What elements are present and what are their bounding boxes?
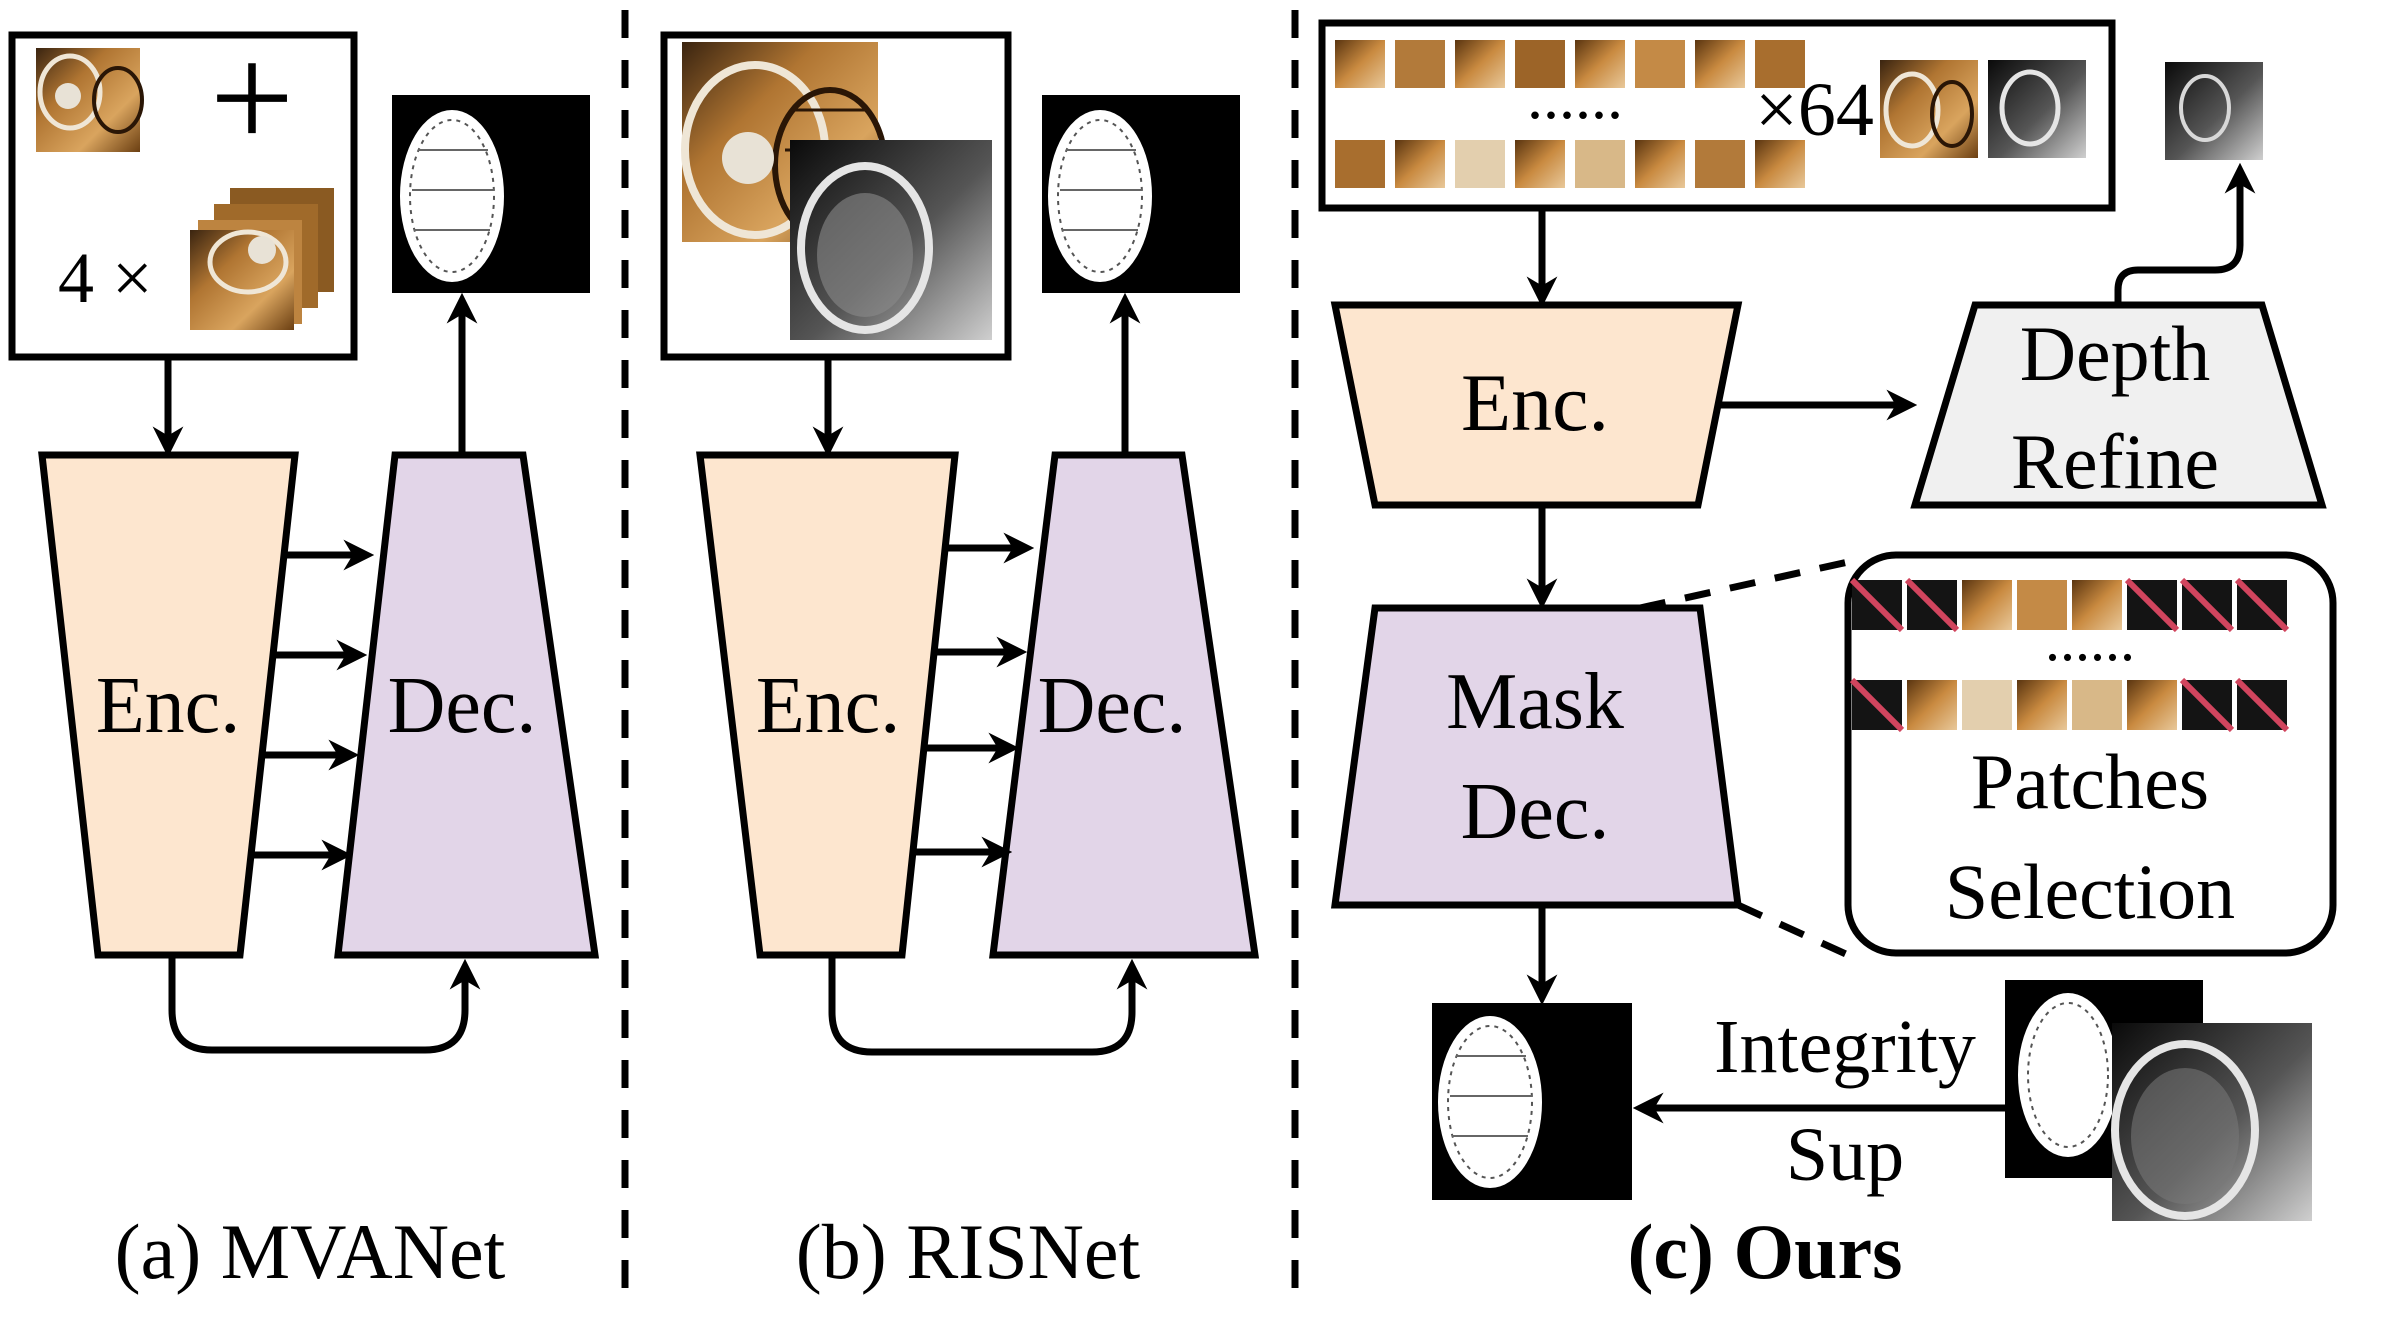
ours-integrity-line1: Integrity [1714, 1005, 1976, 1089]
mvanet-global-image [36, 48, 144, 152]
ours-output-mask [1432, 1003, 1632, 1200]
panel-risnet: Enc. Dec. (b) RISNet [660, 31, 1260, 1295]
ours-zoom-line-bottom [1736, 901, 1850, 959]
mvanet-encoder-block [38, 451, 299, 959]
ours-encoder-block [1330, 301, 1743, 509]
risnet-output-mask [1042, 95, 1240, 293]
mvanet-plus-sign: + [210, 15, 295, 181]
risnet-decoder-block [989, 451, 1260, 959]
ours-mask-decoder-line2: Dec. [1461, 768, 1610, 856]
mvanet-encoder-label: Enc. [96, 662, 240, 750]
ours-supervision-depth [2111, 1023, 2312, 1221]
ours-depth-refine-line2: Refine [2011, 418, 2219, 505]
ours-zoom-line-top [1639, 558, 1849, 612]
ours-depth-refine-block [1910, 301, 2327, 509]
mvanet-local-patches [190, 188, 334, 330]
mvanet-output-mask [392, 95, 590, 293]
mvanet-caption: (a) MVANet [115, 1208, 506, 1295]
ours-selection-dots: ...... [2045, 607, 2135, 673]
ours-supervision-mask [2005, 980, 2203, 1178]
risnet-decoder-label: Dec. [1038, 662, 1187, 750]
ours-mask-decoder-block [1330, 604, 1742, 909]
ours-patch-row-top [1335, 40, 1805, 88]
mvanet-decoder-block [334, 451, 600, 959]
ours-patch-count: ×64 [1755, 68, 1874, 152]
ours-selection-line2: Selection [1945, 848, 2235, 935]
ours-selection-line1: Patches [1971, 738, 2209, 825]
ours-integrity-line2: Sup [1786, 1113, 1904, 1197]
panel-ours: ...... ×64 Enc. Depth [1318, 19, 2337, 1295]
ours-global-depth-thumbnail [1988, 60, 2086, 158]
risnet-bottom-loop-arrow [828, 955, 1148, 1056]
risnet-encoder-block [696, 451, 959, 959]
risnet-encoder-label: Enc. [756, 662, 900, 750]
risnet-caption: (b) RISNet [796, 1208, 1141, 1295]
ours-refined-depth-output [2165, 62, 2263, 160]
ours-depth-refine-to-output-arrow [2114, 162, 2256, 305]
ours-selection-row-top [1849, 577, 2290, 633]
ours-patch-dots: ...... [1527, 61, 1623, 132]
ours-mask-decoder-line1: Mask [1446, 658, 1624, 746]
mvanet-patch-multiplier: 4 × [58, 238, 153, 318]
risnet-depth-image [790, 140, 992, 340]
ours-caption: (c) Ours [1627, 1208, 1902, 1295]
ours-encoder-label: Enc. [1461, 357, 1609, 448]
ours-depth-refine-line1: Depth [2020, 310, 2211, 397]
ours-patches-selection-box [1844, 551, 2337, 957]
mvanet-decoder-label: Dec. [388, 662, 537, 750]
mvanet-bottom-loop-arrow [168, 955, 481, 1054]
ours-selection-row-bottom [1849, 677, 2290, 733]
ours-global-rgb-thumbnail [1880, 60, 1978, 158]
panel-mvanet: + 4 × Enc. Dec. (a) MVANet [8, 15, 600, 1295]
ours-patch-row-bottom [1335, 140, 1805, 188]
